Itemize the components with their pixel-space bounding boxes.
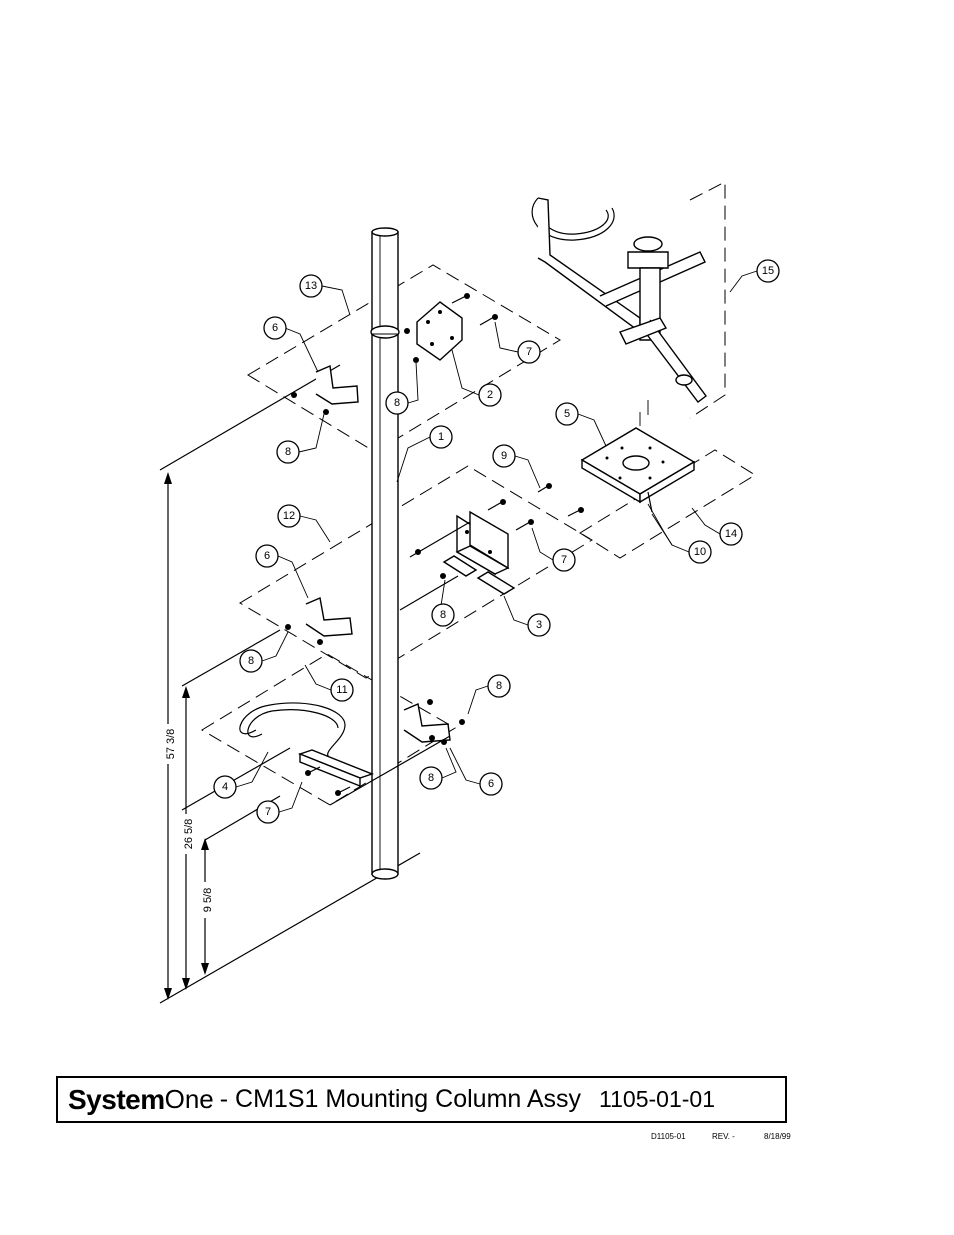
drawing-title: - CM1S1 Mounting Column Assy — [220, 1085, 581, 1114]
callout-4: 4 — [214, 776, 236, 798]
svg-text:26 5/8: 26 5/8 — [183, 819, 195, 850]
svg-text:8: 8 — [496, 680, 502, 692]
svg-text:6: 6 — [488, 778, 494, 790]
callout-8-top-right: 8 — [386, 392, 408, 414]
svg-text:7: 7 — [561, 554, 567, 566]
sensor-yoke — [532, 198, 706, 402]
callout-8-lower-right: 8 — [488, 675, 510, 697]
svg-text:8: 8 — [248, 655, 254, 667]
bracket-middle — [444, 512, 514, 594]
callout-1: 1 — [430, 426, 452, 448]
mounting-column — [371, 228, 399, 879]
callout-10: 10 — [689, 541, 711, 563]
svg-text:8: 8 — [440, 609, 446, 621]
callout-11: 11 — [331, 679, 353, 701]
callout-8-lower: 8 — [420, 767, 442, 789]
svg-text:3: 3 — [536, 619, 542, 631]
svg-text:8: 8 — [394, 397, 400, 409]
clamp-plate-top — [417, 302, 462, 360]
revision: REV. - — [712, 1132, 735, 1141]
svg-text:8: 8 — [285, 446, 291, 458]
svg-text:9: 9 — [501, 450, 507, 462]
callout-6-lower: 6 — [480, 773, 502, 795]
svg-text:4: 4 — [222, 781, 228, 793]
document-number: D1105-01 — [651, 1132, 686, 1141]
callout-14: 14 — [720, 523, 742, 545]
callout-5: 5 — [556, 403, 578, 425]
svg-text:12: 12 — [283, 510, 295, 522]
svg-text:5: 5 — [564, 408, 570, 420]
svg-text:10: 10 — [694, 546, 706, 558]
bracket-top — [316, 366, 358, 404]
bracket-lower-right — [404, 704, 450, 742]
plane-12 — [240, 466, 592, 678]
svg-text:9 5/8: 9 5/8 — [202, 888, 214, 912]
callout-3: 3 — [528, 614, 550, 636]
dim-label-overall: 57 3/8 — [165, 724, 180, 764]
part-number: 1105-01-01 — [599, 1086, 715, 1113]
callout-8-middle-left: 8 — [240, 650, 262, 672]
svg-text:6: 6 — [272, 322, 278, 334]
svg-text:7: 7 — [526, 346, 532, 358]
svg-text:2: 2 — [487, 389, 493, 401]
svg-text:7: 7 — [265, 806, 271, 818]
brand-name-bold: System — [68, 1084, 165, 1116]
callout-7-top: 7 — [518, 341, 540, 363]
dim-label-middle: 26 5/8 — [183, 814, 198, 854]
svg-text:11: 11 — [336, 684, 347, 696]
brand-name-light: One — [165, 1084, 214, 1115]
svg-text:15: 15 — [762, 265, 774, 277]
svg-text:6: 6 — [264, 550, 270, 562]
callout-9: 9 — [493, 445, 515, 467]
svg-text:1: 1 — [438, 431, 444, 443]
callout-6-middle: 6 — [256, 545, 278, 567]
callout-8-top-left: 8 — [277, 441, 299, 463]
drawing-date: 8/18/99 — [764, 1132, 791, 1141]
callout-8-middle-right: 8 — [432, 604, 454, 626]
callout-7-lower: 7 — [257, 801, 279, 823]
callout-12: 12 — [278, 505, 300, 527]
svg-text:14: 14 — [725, 528, 737, 540]
callout-15: 15 — [757, 260, 779, 282]
svg-text:8: 8 — [428, 772, 434, 784]
callout-6-top: 6 — [264, 317, 286, 339]
callout-7-middle: 7 — [553, 549, 575, 571]
callout-2: 2 — [479, 384, 501, 406]
bracket-middle-left — [306, 598, 352, 636]
plane-13 — [248, 265, 560, 452]
svg-text:13: 13 — [305, 280, 317, 292]
callout-13: 13 — [300, 275, 322, 297]
dim-label-lower: 9 5/8 — [202, 882, 217, 918]
svg-text:57 3/8: 57 3/8 — [165, 729, 177, 760]
mounting-plate — [582, 428, 694, 502]
